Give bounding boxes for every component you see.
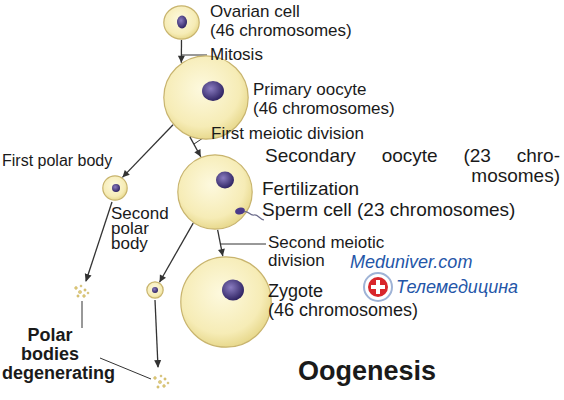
fragment-dot	[77, 295, 79, 297]
cell-node: Zygote(46 chromosomes)	[180, 256, 272, 348]
cell-nucleus	[222, 280, 244, 301]
fragment-dot	[83, 295, 86, 298]
sperm-cell: Sperm cell (23 chromosomes)	[234, 203, 264, 223]
arrow-head	[160, 274, 167, 282]
cell-label: Primary oocyte(46 chromosomes)	[253, 80, 395, 118]
watermark-text: Телемедицина	[396, 277, 518, 297]
cell-membrane	[103, 176, 127, 200]
leader-line	[100, 358, 151, 379]
degeneration-arrow	[155, 300, 158, 367]
cell-membrane	[147, 282, 163, 298]
cell-node: Secondary oocyte (23 chro- mosomes)	[177, 154, 253, 230]
arrow-head	[194, 149, 200, 157]
division-arrow	[190, 137, 201, 157]
cell-nucleus	[177, 16, 187, 29]
label-text: Zygote	[268, 282, 418, 301]
fragment-dot	[80, 285, 82, 287]
fragment-dot	[84, 289, 86, 291]
label-text: First polar body	[2, 151, 112, 170]
process-label: Second meiotic division	[268, 234, 393, 270]
cell-membrane	[178, 155, 252, 229]
watermark-text: Meduniver.com	[350, 252, 472, 272]
cell-nucleus	[216, 172, 234, 189]
cell-label: Ovarian cell(46 chromosomes)	[210, 2, 352, 40]
fragment-dot	[157, 386, 159, 388]
cell-nucleus	[202, 81, 224, 101]
process-label: First meiotic division	[211, 124, 364, 143]
label-text: (46 chromosomes)	[210, 21, 352, 40]
arrow-shaft	[218, 230, 223, 256]
logo-disc	[368, 277, 388, 297]
logo-ring	[364, 273, 392, 301]
cell-shape	[102, 175, 128, 201]
leader-line	[220, 244, 266, 245]
label-text: Second polar body	[111, 206, 175, 251]
sperm-shape	[234, 203, 264, 223]
fragment-dot	[154, 377, 157, 380]
division-arrow	[160, 223, 194, 282]
fragment-dot	[158, 380, 161, 383]
arrow-head	[218, 249, 225, 257]
cell-nucleus	[112, 184, 120, 192]
division-arrow	[178, 40, 185, 63]
diagram-title: Oogenesis	[298, 356, 436, 386]
fragment-dot	[164, 378, 166, 380]
fragment-dot	[75, 287, 78, 290]
cell-membrane	[181, 257, 271, 347]
fragment-dot	[87, 292, 89, 294]
cell-node: First polar body	[102, 175, 128, 201]
degeneration-arrow	[86, 202, 112, 281]
cell-label: Second polar body	[111, 206, 175, 251]
arrow-shaft	[122, 125, 173, 178]
division-arrow	[218, 230, 225, 256]
cell-shape	[163, 5, 200, 40]
arrow-shaft	[181, 40, 182, 63]
arrow-head	[178, 56, 185, 63]
cell-node: Second polar body	[146, 281, 164, 299]
cell-label: Sperm cell (23 chromosomes)	[262, 200, 515, 220]
cell-label: First polar body	[2, 151, 112, 170]
annotation-label: Polar bodies degenerating	[2, 326, 98, 383]
process-label: Mitosis	[210, 45, 263, 64]
fragment-dot	[78, 290, 81, 293]
arrow-shaft	[160, 223, 194, 282]
arrow-shaft	[190, 137, 201, 157]
watermark-logo	[364, 273, 392, 301]
cell-nucleus	[152, 287, 158, 293]
annotation-label: Fertilization	[262, 179, 359, 199]
logo-cross	[371, 285, 385, 289]
arrow-head	[122, 170, 129, 177]
label-text: Sperm cell (23 chromosomes)	[262, 200, 515, 220]
leader-line	[82, 301, 83, 328]
label-text: Primary oocyte	[253, 80, 395, 99]
division-arrow	[122, 125, 173, 178]
label-text: Ovarian cell	[210, 2, 352, 21]
sperm-head	[234, 206, 245, 215]
cell-node: Ovarian cell(46 chromosomes)	[163, 5, 200, 40]
cell-membrane	[164, 6, 199, 39]
label-text: (46 chromosomes)	[253, 99, 395, 118]
sperm-tail	[244, 212, 264, 220]
cell-shape	[177, 154, 253, 230]
cell-shape	[146, 281, 164, 299]
fragment-dot	[160, 375, 162, 377]
label-text: (46 chromosomes)	[268, 301, 418, 320]
cell-shape	[180, 256, 272, 348]
fragment-dot	[167, 382, 169, 384]
fragment-dot	[163, 385, 166, 388]
cell-label: Zygote(46 chromosomes)	[268, 282, 418, 320]
